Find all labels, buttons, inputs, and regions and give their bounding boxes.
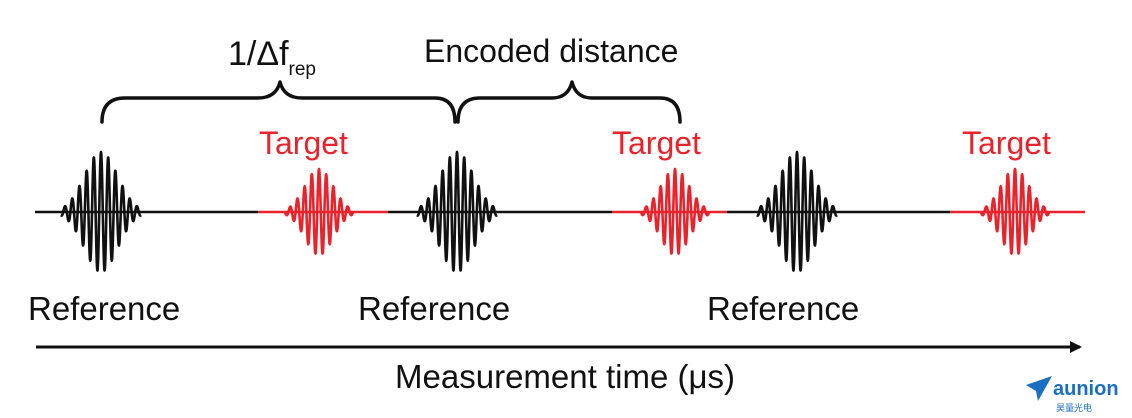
reference-pulse xyxy=(755,150,839,272)
pulse-label-reference: Reference xyxy=(28,290,180,327)
reference-pulse xyxy=(415,150,499,272)
pulses-group xyxy=(59,150,1051,272)
logo-subtitle: 昊量光电 xyxy=(1056,402,1092,413)
aunion-logo: aunion 昊量光电 xyxy=(1026,376,1119,413)
target-pulse xyxy=(639,167,711,255)
reference-pulse xyxy=(59,150,143,272)
target-pulse xyxy=(979,167,1051,255)
pulse-label-reference: Reference xyxy=(358,290,510,327)
pulse-label-reference: Reference xyxy=(707,290,859,327)
encoded-distance-label: Encoded distance xyxy=(424,33,678,69)
brace-repetition-period xyxy=(100,80,457,124)
time-axis-label: Measurement time (μs) xyxy=(395,358,735,395)
brace-encoded-distance xyxy=(456,80,682,124)
pulse-label-target: Target xyxy=(259,125,348,161)
repetition-period-label: 1/Δfrep xyxy=(228,35,316,80)
pulse-label-target: Target xyxy=(962,125,1051,161)
target-pulse xyxy=(283,167,355,255)
logo-arrow-icon xyxy=(1026,376,1052,401)
pulse-label-target: Target xyxy=(612,125,701,161)
logo-name: aunion xyxy=(1053,378,1119,400)
